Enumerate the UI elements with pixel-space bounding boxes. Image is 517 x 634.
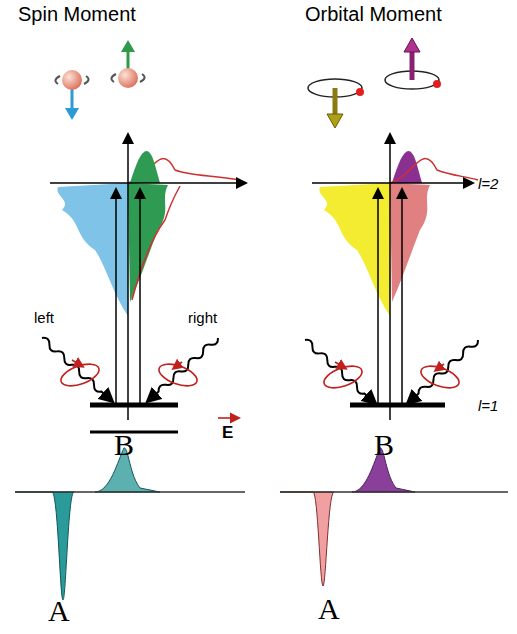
polarization-label: right: [188, 310, 217, 325]
peak-label: B: [374, 430, 394, 460]
orbit-icon: [308, 38, 441, 128]
spin-icon: [55, 40, 144, 120]
peak-label: B: [114, 430, 134, 460]
photon: [40, 336, 480, 405]
polarization: [58, 360, 462, 418]
orbital-dos: [312, 135, 478, 420]
peak-label: A: [48, 596, 70, 626]
spin-dos: [50, 135, 245, 432]
polarization-label: left: [34, 310, 54, 325]
level-label: l=1: [478, 398, 498, 413]
panel-heading: Orbital Moment: [305, 4, 442, 24]
xmcd-spectrum: [15, 448, 508, 600]
level-label: l=2: [478, 176, 498, 191]
field-vector: E: [222, 424, 233, 441]
peak-label: A: [318, 594, 340, 624]
panel-heading: Spin Moment: [18, 4, 136, 24]
